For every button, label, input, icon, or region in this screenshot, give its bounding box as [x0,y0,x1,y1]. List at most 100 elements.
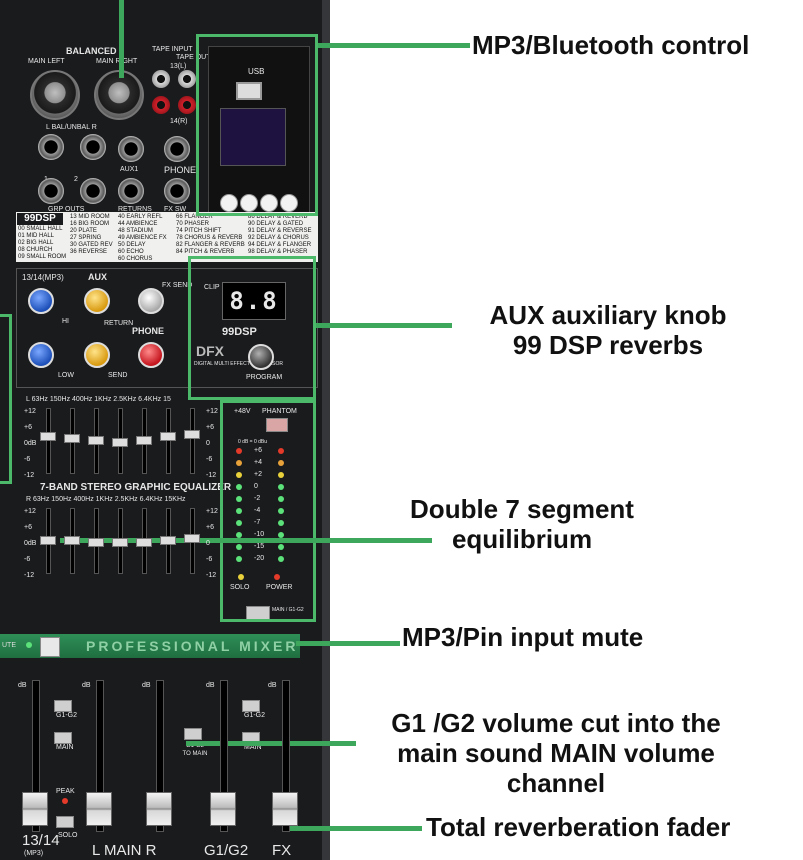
eq-scale-label: +12 [24,408,36,415]
jack-grp2 [80,178,106,204]
phantom-label: PHANTOM [262,408,297,415]
bottom-label-fx: FX [272,842,292,859]
aux-send-knob[interactable] [84,342,110,368]
aux-return-knob[interactable] [84,288,110,314]
ch1314-mp3-label: 13/14(MP3) [22,273,64,282]
eq-scale-label: -12 [24,472,35,479]
callout-g1g2-line1: G1 /G2 volume cut into the [391,708,721,738]
g1g2-callout-line [186,741,356,746]
mute-callout-line [296,641,400,646]
aux1-label: AUX1 [120,166,139,173]
tape-input-label: TAPE INPUT [152,46,193,53]
peak-led [62,798,68,804]
eq-top-slider-cap [40,432,56,441]
rca-red-2 [178,96,196,114]
meter-led-left [236,556,242,562]
meter-led-right [278,544,284,550]
rca-white-2 [178,70,196,88]
usb-port[interactable] [236,82,262,100]
eq-top-slider-cap [136,436,152,445]
eq-scale-label-right: +6 [206,524,214,531]
meter-scale-label: -10 [254,531,265,538]
grp2-label: 2 [74,176,78,183]
eq-freq-row-1: L 63Hz 150Hz 400Hz 1KHz 2.5KHz 6.4KHz 15 [26,396,171,403]
jack-phone [164,136,190,162]
meter-led-right [278,556,284,562]
jack-aux1 [118,136,144,162]
xlr-main-left [30,70,80,120]
dsp-99-label: 99DSP [222,326,257,338]
g1g2-to-main-button[interactable] [184,728,202,740]
jack-fxsw [164,178,190,204]
eq-freq-row-2: R 63Hz 150Hz 400Hz 1KHz 2.5KHz 6.4KHz 15… [26,496,186,503]
dsp-table-heading: 99DSP [16,212,64,226]
eq-bottom-slider-cap [160,536,176,545]
eq-top-slider-cap [88,436,104,445]
tape-out-label: TAPE OUT [176,54,211,61]
g1g2-button-right[interactable] [242,700,260,712]
meter-led-left [236,472,242,478]
jack-l [38,134,64,160]
dsp-col-3: 40 EARLY REFL 44 AMBIENCE 48 STADIUM 49 … [118,214,167,262]
meter-led-right [278,520,284,526]
program-knob[interactable] [248,344,274,370]
fx-send-knob[interactable] [138,288,164,314]
mp3-button-3[interactable] [260,194,278,212]
callout-equilibrium: equilibrium [451,524,593,554]
meter-led-right [278,460,284,466]
phantom-button[interactable] [266,418,288,432]
meter-scale-label: +4 [254,459,262,466]
low-knob[interactable] [28,342,54,368]
eq-top-slider-cap [184,430,200,439]
fader-db-label: dB [142,682,151,689]
low-label: LOW [58,372,74,379]
rca-white-1 [152,70,170,88]
main-right-label: MAIN RIGHT [96,58,138,65]
meter-led-left [236,496,242,502]
meter-scale-label: -20 [254,555,265,562]
eq-scale-label-right: -6 [206,456,213,463]
eq-bottom-slider-cap [88,538,104,547]
mp3-callout-box [196,34,318,216]
bottom-label-mp3: (MP3) [24,850,44,857]
eq-bottom-slider-cap [112,538,128,547]
power-led [274,574,280,580]
mute-button[interactable] [40,637,60,657]
usb-label: USB [248,67,265,76]
ch14r-label: 14(R) [170,118,188,125]
mp3-button-4[interactable] [280,194,298,212]
meter-led-right [278,472,284,478]
g1g2-button-left[interactable] [54,700,72,712]
main-left-label: MAIN LEFT [28,58,65,65]
dsp-callout-box [188,256,316,400]
eq-scale-label: +6 [24,524,32,531]
return-label: RETURN [104,320,134,327]
phone-knob[interactable] [138,342,164,368]
solo-button-label: SOLO [58,832,78,839]
panel-edge [322,0,330,860]
mp3-button-2[interactable] [240,194,258,212]
eq-scale-label-right: +12 [206,508,218,515]
main-button-left[interactable] [54,732,72,744]
dfx-subtitle: DIGITAL MULTI EFFECT PROCESSOR [194,361,283,367]
mp3-button-1[interactable] [220,194,238,212]
eq-scale-label: 0dB [24,440,37,447]
main-button-label-right: MAIN [244,744,262,751]
solo-button[interactable] [56,816,74,828]
jack-return [118,178,144,204]
eq-top-slot [166,408,171,474]
meter-led-right [278,532,284,538]
fader-track [282,680,290,832]
dsp-callout-line [316,323,452,328]
meter-led-left [236,508,242,514]
send-label: SEND [108,372,128,379]
fader-db-label: dB [206,682,215,689]
hi-label: HI [62,318,69,325]
mixer-name: PROFESSIONAL MIXER [86,638,299,654]
fader-cap [22,792,48,826]
hi-knob[interactable] [28,288,54,314]
dsp-col-1: 00 SMALL HALL 01 MID HALL 02 BIG HALL 08… [18,226,67,260]
dsp-col-4: 66 FLANGER 70 PHASER 74 PITCH SHIFT 78 C… [176,214,245,255]
eq-scale-label-right: -12 [206,472,217,479]
power-label: POWER [266,584,293,591]
